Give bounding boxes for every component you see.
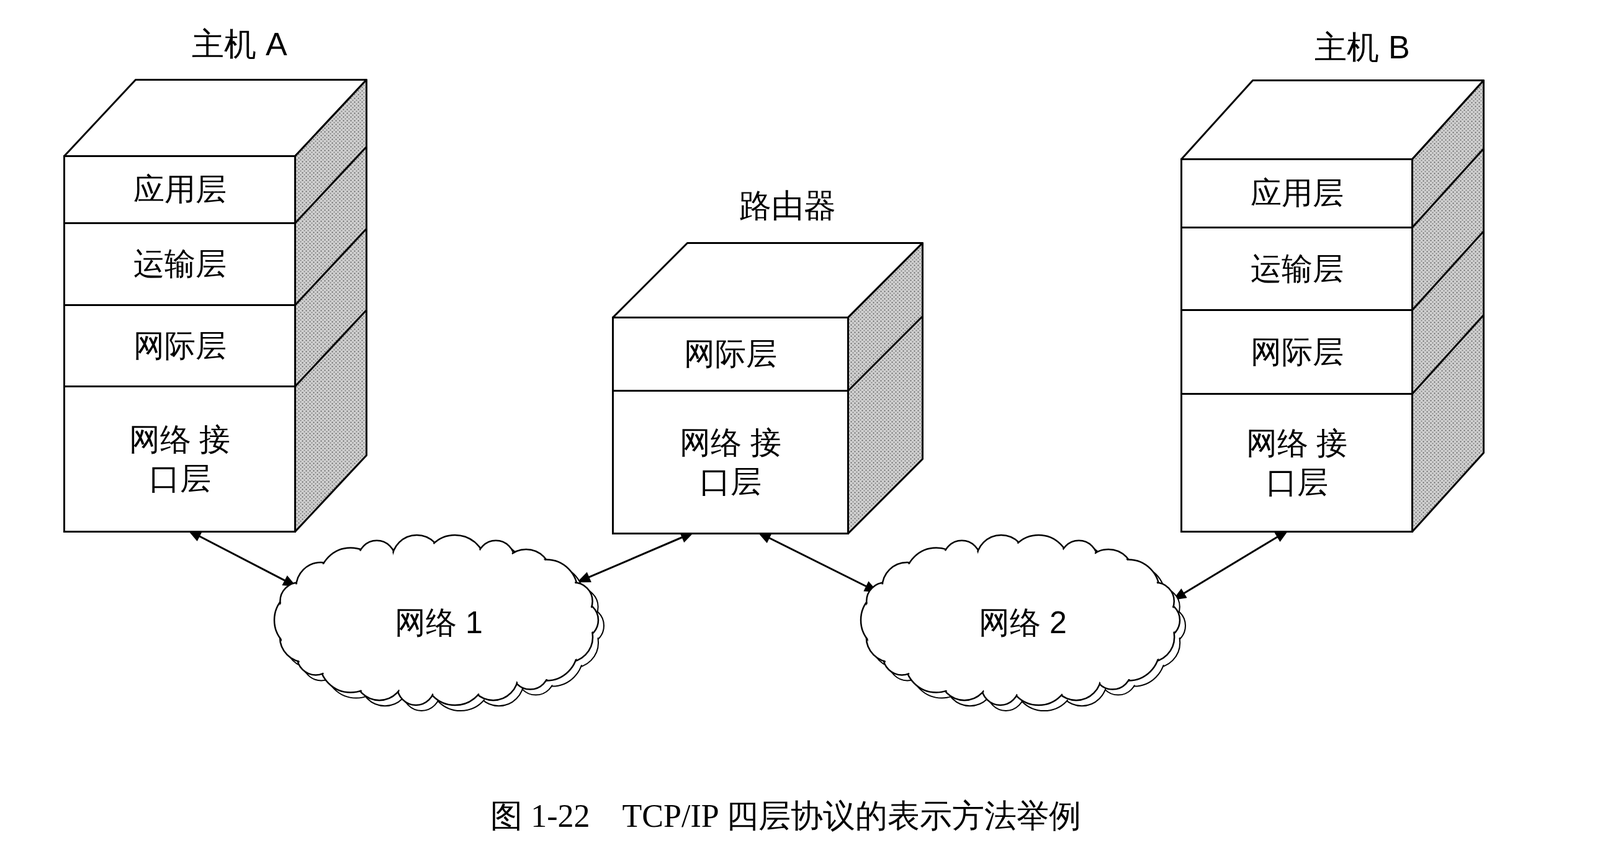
protocol-layer: 网际层 bbox=[1182, 310, 1412, 395]
network-cloud: 网络 2 bbox=[857, 530, 1189, 715]
layer-label: 应用层 bbox=[1250, 173, 1344, 213]
layer-label: 网际层 bbox=[683, 334, 778, 374]
stack-top-face bbox=[64, 80, 367, 157]
stack-side-face bbox=[848, 243, 923, 534]
protocol-layer: 网际层 bbox=[65, 305, 295, 388]
network-label: 网络 1 bbox=[394, 603, 483, 643]
layer-label: 网际层 bbox=[133, 326, 227, 366]
protocol-layer: 运输层 bbox=[1182, 228, 1412, 311]
cloud-shadow bbox=[866, 540, 1186, 711]
figure-caption: 图 1-22 TCP/IP 四层协议的表示方法举例 bbox=[490, 794, 1081, 838]
layer-label: 运输层 bbox=[133, 244, 227, 284]
device-title: 主机 B bbox=[1314, 26, 1410, 70]
layer-label: 应用层 bbox=[133, 170, 227, 210]
network-label: 网络 2 bbox=[978, 603, 1067, 643]
layer-side-edge bbox=[295, 147, 367, 224]
device-title: 路由器 bbox=[739, 184, 836, 228]
protocol-layer: 运输层 bbox=[65, 224, 295, 306]
layer-side-edge bbox=[1412, 315, 1484, 395]
layer-side-edge bbox=[1412, 231, 1484, 311]
protocol-layer: 应用层 bbox=[1182, 160, 1412, 229]
link-arrow bbox=[758, 532, 877, 592]
layer-side-edge bbox=[295, 310, 367, 387]
protocol-stack: 路由器网际层网络 接口层 bbox=[611, 316, 850, 535]
layer-label: 网际层 bbox=[1250, 332, 1344, 372]
protocol-stack: 主机 A应用层运输层网际层网络 接口层 bbox=[63, 155, 297, 533]
network-cloud: 网络 1 bbox=[270, 530, 607, 715]
cloud-body bbox=[860, 534, 1180, 706]
layer-label: 网络 接口层 bbox=[1245, 423, 1349, 502]
device-title: 主机 A bbox=[191, 22, 287, 67]
layer-label: 运输层 bbox=[1250, 249, 1344, 289]
cloud-body bbox=[274, 534, 599, 706]
link-arrow bbox=[1173, 530, 1288, 600]
protocol-layer: 网络 接口层 bbox=[65, 387, 295, 531]
protocol-layer: 网络 接口层 bbox=[613, 391, 848, 533]
link-arrow bbox=[188, 530, 296, 586]
protocol-stack: 主机 B应用层运输层网际层网络 接口层 bbox=[1180, 158, 1414, 533]
layer-label: 网络 接口层 bbox=[128, 420, 231, 498]
stack-side-face bbox=[295, 80, 367, 532]
layer-label: 网络 接口层 bbox=[679, 423, 783, 501]
layer-side-edge bbox=[1412, 148, 1484, 228]
protocol-layer: 网络 接口层 bbox=[1182, 394, 1412, 531]
protocol-layer: 网际层 bbox=[613, 318, 848, 392]
layer-side-edge bbox=[848, 316, 923, 392]
stack-top-face bbox=[1181, 80, 1484, 160]
link-arrow bbox=[577, 532, 694, 582]
cloud-shadow bbox=[279, 540, 604, 711]
layer-side-edge bbox=[295, 229, 367, 306]
protocol-layer: 应用层 bbox=[65, 157, 295, 225]
stack-top-face bbox=[613, 243, 923, 318]
stack-side-face bbox=[1412, 80, 1484, 532]
